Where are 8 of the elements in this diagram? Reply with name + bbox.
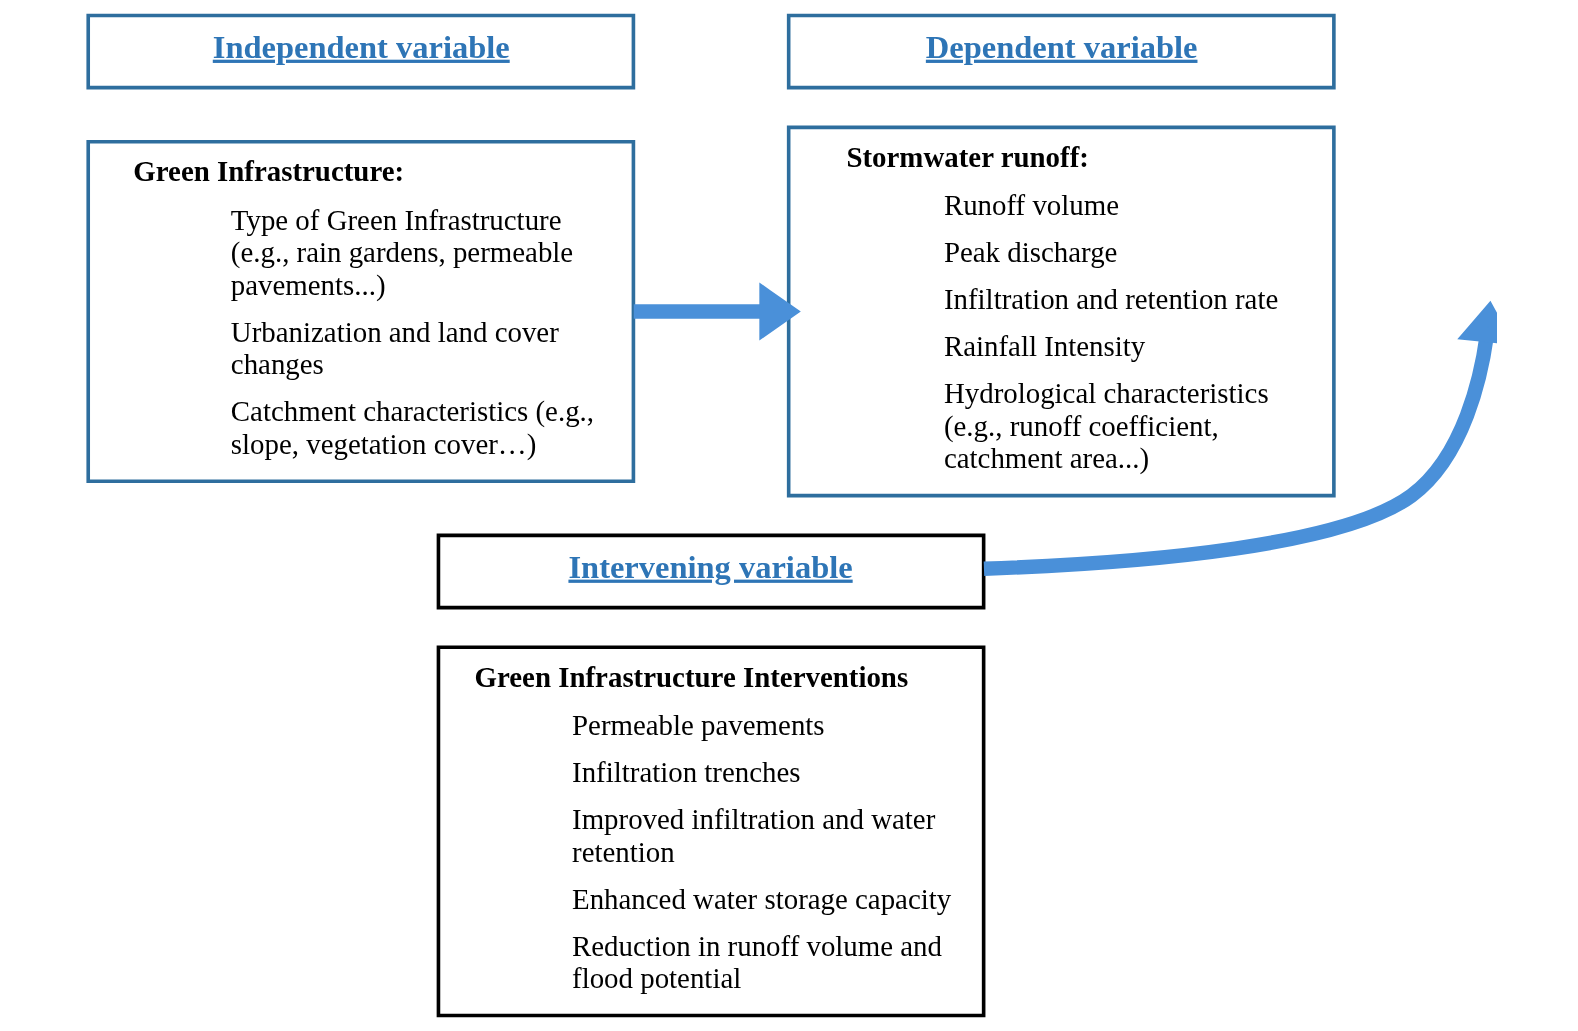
node-box: Green Infrastructure Interventions Permeable pavements Infiltration trenches Improved infiltration and water retention Enhanced water storage capacity Reduction in runoff volume and flood potential [436, 645, 986, 1018]
node-box: Independent variable [86, 13, 636, 90]
node-box: Intervening variable [436, 533, 986, 610]
node-box: Dependent variable [786, 13, 1336, 90]
node-box: Stormwater runoff: Runoff volume Peak discharge Infiltration and retention rate Rainfall Intensity Hydrological characteristics (e.g., runoff coefficient, catchment area...) [786, 125, 1336, 498]
node-box: Green Infrastructure: Type of Green Infrastructure (e.g., rain gardens, permeable pavements...) Urbanization and land cover changes Catchment characteristics (e.g., slope, vegetation cover…) [86, 140, 636, 483]
arrow [983, 300, 1497, 576]
arrow [633, 282, 801, 341]
